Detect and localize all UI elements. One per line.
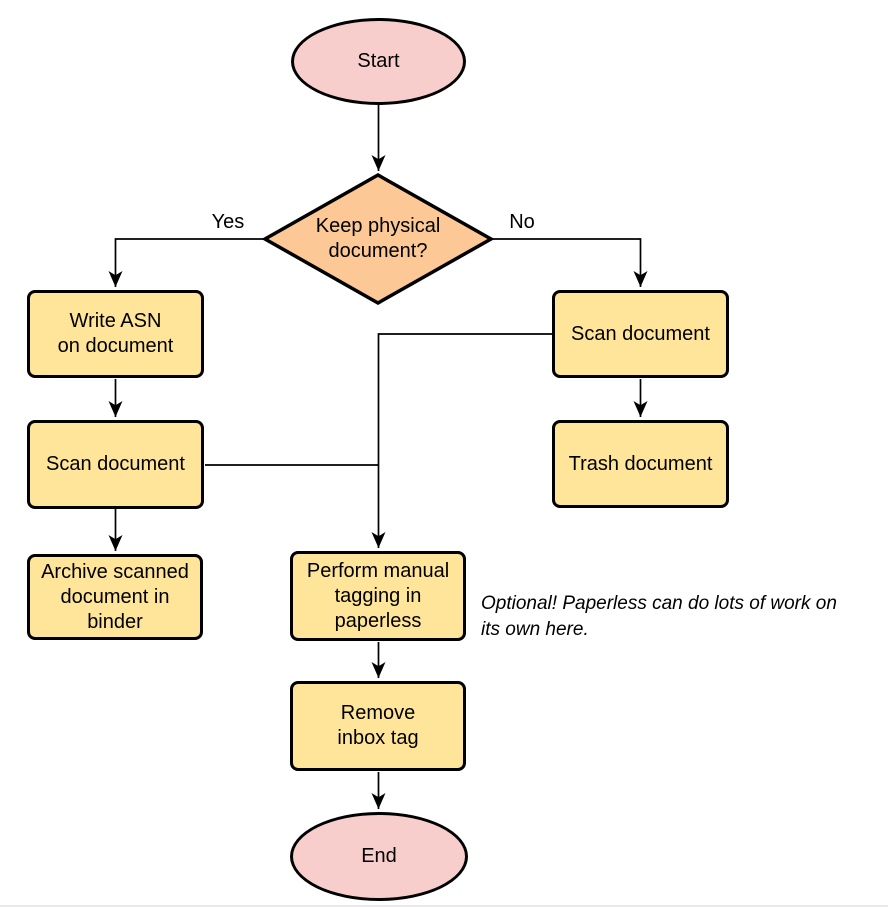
node-scan-document-left: Scan document bbox=[27, 420, 204, 509]
edge-label-yes: Yes bbox=[211, 211, 245, 233]
edge-scan-right-to-tagging bbox=[371, 333, 552, 548]
node-write-asn: Write ASN on document bbox=[27, 290, 204, 378]
edge-label-no: No bbox=[509, 211, 535, 233]
node-archive-in-binder: Archive scanned document in binder bbox=[27, 554, 203, 640]
node-scan-document-right: Scan document bbox=[552, 290, 729, 378]
decision-diamond-shape bbox=[261, 172, 495, 306]
annotation-optional-note: Optional! Paperless can do lots of work … bbox=[481, 593, 837, 640]
node-decision-label: Keep physical document? bbox=[315, 215, 441, 262]
edge-decision-to-scan-right bbox=[490, 238, 648, 287]
node-start: Start bbox=[291, 18, 466, 105]
node-remove-inbox-tag: Remove inbox tag bbox=[290, 681, 466, 771]
node-end: End bbox=[290, 812, 468, 901]
edge-decision-to-write-asn bbox=[108, 238, 266, 287]
node-manual-tagging: Perform manual tagging in paperless bbox=[290, 551, 466, 641]
node-trash-document: Trash document bbox=[552, 420, 729, 508]
canvas-bottom-edge bbox=[0, 905, 888, 907]
